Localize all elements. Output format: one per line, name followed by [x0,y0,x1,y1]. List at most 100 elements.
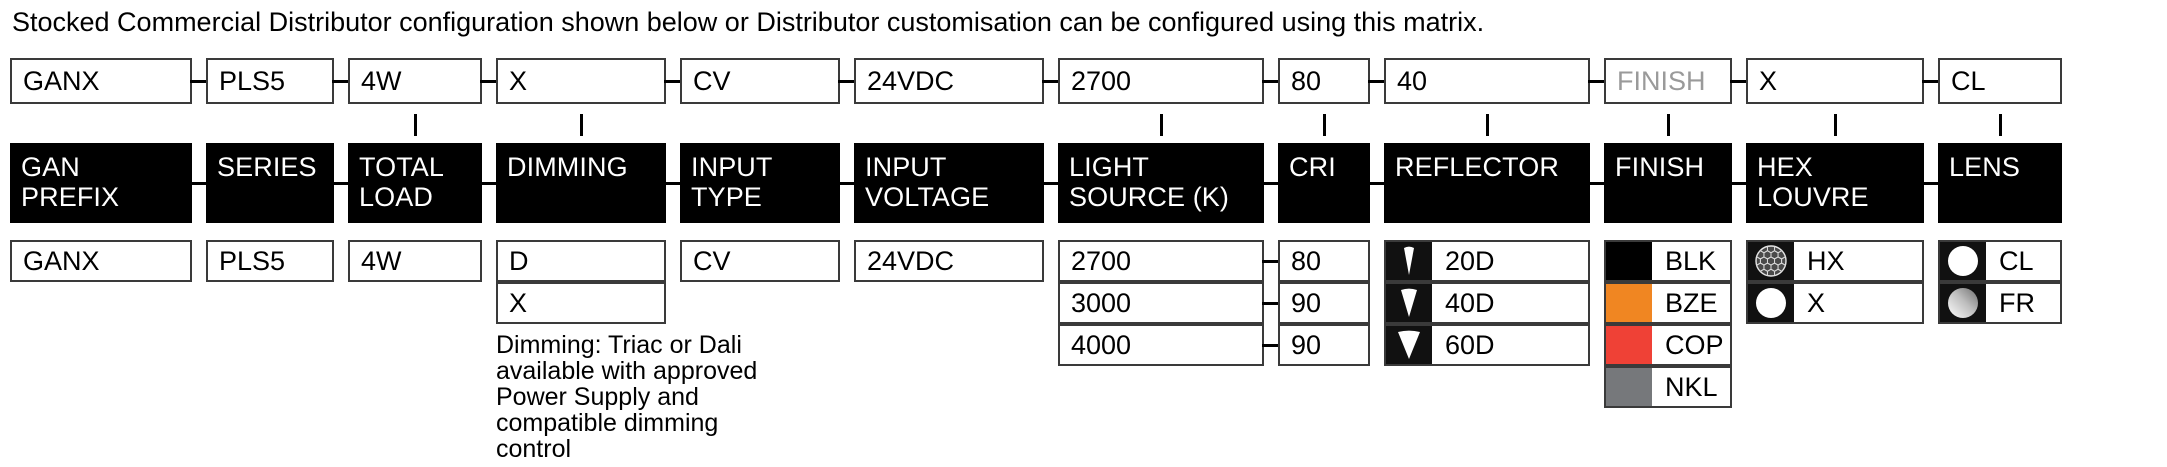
separator-dash-header [1262,182,1280,185]
header-line-2: LOUVRE [1757,182,1869,212]
beam-40-icon [1386,284,1432,322]
header-series: SERIES [206,143,334,223]
option-label: 40D [1445,287,1495,318]
option-dimming-x[interactable]: X [496,282,666,324]
option-series-pls5[interactable]: PLS5 [206,240,334,282]
connector-line-dimming [580,114,583,136]
header-lens: LENS [1938,143,2062,223]
separator-dash-header [664,182,682,185]
separator-dash-option [1262,260,1280,263]
separator-dash-top [664,80,682,83]
separator-dash-top [480,80,498,83]
header-line-2: PREFIX [21,182,120,212]
option-cri-90[interactable]: 90 [1278,324,1370,366]
honeycomb-icon [1748,242,1794,280]
option-label: NKL [1665,371,1718,402]
option-label: 90 [1291,329,1322,360]
option-label: CL [1999,245,2034,276]
selected-code-input_voltage[interactable]: 24VDC [854,58,1044,104]
header-line-2: TYPE [691,182,762,212]
option-label: X [1807,287,1826,318]
separator-dash-option [1262,302,1280,305]
selected-code-total_load[interactable]: 4W [348,58,482,104]
header-line-2: VOLTAGE [865,182,990,212]
beam-20-icon [1386,242,1432,280]
selected-code-series[interactable]: PLS5 [206,58,334,104]
separator-dash-header [838,182,856,185]
connector-line-finish [1667,114,1670,136]
option-total_load-4w[interactable]: 4W [348,240,482,282]
option-label: 60D [1445,329,1495,360]
option-label: FR [1999,287,2035,318]
option-light_source-2700[interactable]: 2700 [1058,240,1264,282]
separator-dash-header [332,182,350,185]
header-line-1: TOTAL [359,152,445,182]
option-label: BZE [1665,287,1718,318]
option-dimming-d[interactable]: D [496,240,666,282]
option-label: D [509,245,529,276]
header-line-1: INPUT [691,152,773,182]
header-line-1: DIMMING [507,152,628,182]
connector-line-lens [1999,114,2002,136]
header-reflector: REFLECTOR [1384,143,1590,223]
selected-code-input_type[interactable]: CV [680,58,840,104]
selected-code-reflector[interactable]: 40 [1384,58,1590,104]
clear-lens-icon [1940,242,1986,280]
option-label: 90 [1291,287,1322,318]
option-label: 2700 [1071,245,1132,276]
option-cri-90[interactable]: 90 [1278,282,1370,324]
separator-dash-header [1922,182,1940,185]
option-gan_prefix-ganx[interactable]: GANX [10,240,192,282]
color-swatch [1606,284,1652,322]
separator-dash-top [1042,80,1060,83]
separator-dash-header [1730,182,1748,185]
option-label: PLS5 [219,245,286,276]
selected-code-lens[interactable]: CL [1938,58,2062,104]
option-input_type-cv[interactable]: CV [680,240,840,282]
option-cri-80[interactable]: 80 [1278,240,1370,282]
option-finish-nkl[interactable]: NKL [1604,366,1732,408]
selected-code-dimming[interactable]: X [496,58,666,104]
selected-code-gan_prefix[interactable]: GANX [10,58,192,104]
connector-line-light_source [1160,114,1163,136]
option-light_source-4000[interactable]: 4000 [1058,324,1264,366]
header-line-2: LOAD [359,182,433,212]
option-hex_louvre-hx[interactable]: HX [1746,240,1924,282]
header-line-1: SERIES [217,152,317,182]
color-swatch [1606,242,1652,280]
option-label: 3000 [1071,287,1132,318]
option-label: 4000 [1071,329,1132,360]
option-label: GANX [23,245,100,276]
option-lens-cl[interactable]: CL [1938,240,2062,282]
selected-code-light_source[interactable]: 2700 [1058,58,1264,104]
option-hex_louvre-x[interactable]: X [1746,282,1924,324]
option-finish-bze[interactable]: BZE [1604,282,1732,324]
option-label: HX [1807,245,1845,276]
selected-code-hex_louvre[interactable]: X [1746,58,1924,104]
header-line-1: HEX [1757,152,1813,182]
header-line-2: SOURCE (K) [1069,182,1230,212]
separator-dash-header [1042,182,1060,185]
selected-code-finish[interactable]: FINISH [1604,58,1732,104]
option-light_source-3000[interactable]: 3000 [1058,282,1264,324]
header-line-1: LENS [1949,152,2020,182]
selected-code-cri[interactable]: 80 [1278,58,1370,104]
option-lens-fr[interactable]: FR [1938,282,2062,324]
intro-text: Stocked Commercial Distributor configura… [12,7,1485,37]
option-finish-blk[interactable]: BLK [1604,240,1732,282]
separator-dash-top [332,80,350,83]
option-label: 4W [361,245,402,276]
separator-dash-top [1262,80,1280,83]
header-finish: FINISH [1604,143,1732,223]
frosted-lens-icon [1940,284,1986,322]
option-finish-cop[interactable]: COP [1604,324,1732,366]
option-reflector-60d[interactable]: 60D [1384,324,1590,366]
option-reflector-20d[interactable]: 20D [1384,240,1590,282]
connector-line-hex_louvre [1834,114,1837,136]
option-reflector-40d[interactable]: 40D [1384,282,1590,324]
option-input_voltage-24vdc[interactable]: 24VDC [854,240,1044,282]
